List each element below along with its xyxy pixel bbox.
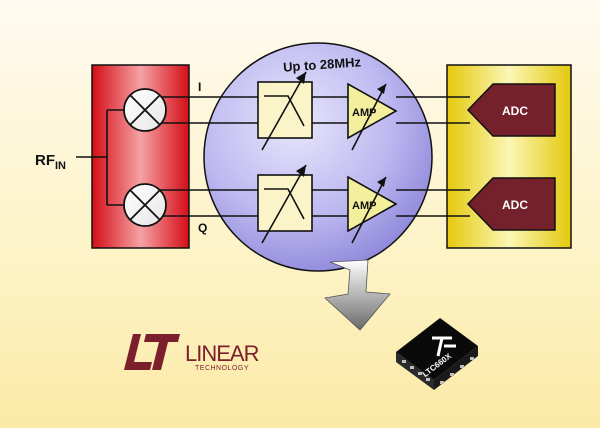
amp-label-q: AMP bbox=[352, 200, 376, 212]
linear-logo-icon bbox=[124, 334, 180, 370]
rf-input-label: RFIN bbox=[35, 152, 66, 172]
input-wiring bbox=[76, 109, 124, 206]
lowpass-filter-i bbox=[257, 71, 313, 151]
adc-label-q: ADC bbox=[502, 198, 528, 212]
bandwidth-label: Up to 28MHz bbox=[283, 54, 362, 74]
adc-q bbox=[466, 177, 556, 231]
bandwidth-bubble bbox=[203, 42, 433, 272]
channel-i-label: I bbox=[198, 80, 201, 94]
amplifier-i bbox=[347, 82, 398, 151]
mixer-i bbox=[123, 88, 167, 132]
brand-name: LINEAR bbox=[185, 341, 259, 366]
mixer-q bbox=[123, 183, 167, 227]
lowpass-filter-q bbox=[257, 164, 313, 244]
adc-i bbox=[466, 83, 556, 137]
chip-icon bbox=[396, 318, 478, 390]
brand-tagline: TECHNOLOGY bbox=[195, 365, 249, 372]
adc-label-i: ADC bbox=[502, 104, 528, 118]
channel-q-label: Q bbox=[198, 221, 207, 235]
amp-label-i: AMP bbox=[352, 107, 376, 119]
amplifier-q bbox=[347, 175, 398, 244]
down-arrow-icon bbox=[324, 259, 391, 331]
signal-lines bbox=[157, 96, 470, 217]
